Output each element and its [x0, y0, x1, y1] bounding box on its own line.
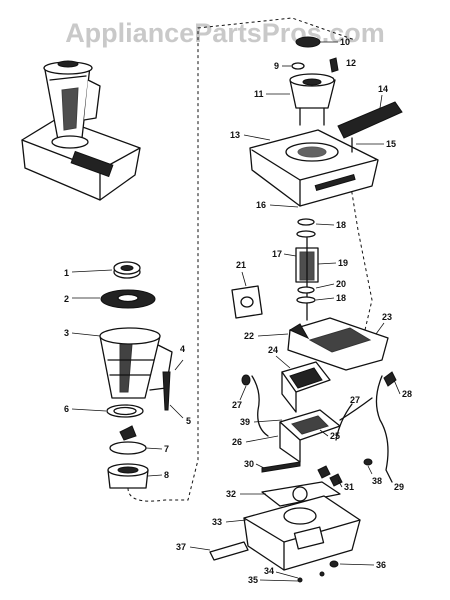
callout-23: 23 — [382, 312, 392, 322]
callout-29: 29 — [394, 482, 404, 492]
callout-2: 2 — [64, 294, 69, 304]
callout-32: 32 — [226, 489, 236, 499]
callout-18b: 18 — [336, 293, 346, 303]
assembled-blender-illustration — [21, 60, 141, 201]
callout-39: 39 — [240, 417, 250, 427]
watermark-text: AppliancePartsPros.com — [65, 18, 385, 48]
callout-16: 16 — [256, 200, 266, 210]
part-callouts: 1 2 3 4 5 6 7 8 9 10 11 12 13 14 15 16 1… — [64, 37, 412, 585]
callout-1: 1 — [64, 268, 69, 278]
callout-35: 35 — [248, 575, 258, 585]
callout-7: 7 — [164, 444, 169, 454]
callout-4: 4 — [180, 344, 185, 354]
callout-6: 6 — [64, 404, 69, 414]
callout-15: 15 — [386, 139, 396, 149]
callout-34: 34 — [264, 566, 274, 576]
callout-31a: 31 — [344, 482, 354, 492]
callout-21: 21 — [236, 260, 246, 270]
callout-14: 14 — [378, 84, 388, 94]
callout-24: 24 — [268, 345, 278, 355]
callout-10: 10 — [340, 37, 350, 47]
callout-26: 26 — [232, 437, 242, 447]
callout-17: 17 — [272, 249, 282, 259]
assembly-dashed-line — [127, 17, 356, 502]
callout-11: 11 — [254, 89, 264, 99]
callout-33: 33 — [212, 517, 222, 527]
callout-38: 38 — [372, 476, 382, 486]
callout-8: 8 — [164, 470, 169, 480]
callout-3: 3 — [64, 328, 69, 338]
callout-20: 20 — [336, 279, 346, 289]
callout-9: 9 — [274, 61, 279, 71]
callout-27a: 27 — [232, 400, 242, 410]
callout-28: 28 — [402, 389, 412, 399]
callout-13: 13 — [230, 130, 240, 140]
callout-12: 12 — [346, 58, 356, 68]
callout-22: 22 — [244, 331, 254, 341]
callout-30: 30 — [244, 459, 254, 469]
callout-36: 36 — [376, 560, 386, 570]
jar-assembly — [99, 261, 184, 489]
callout-19: 19 — [338, 258, 348, 268]
assembly-dashed-line-right — [344, 149, 373, 331]
motor-base-assembly — [209, 36, 403, 583]
callout-18a: 18 — [336, 220, 346, 230]
callout-27b: 27 — [350, 395, 360, 405]
callout-37: 37 — [176, 542, 186, 552]
callout-5: 5 — [186, 416, 191, 426]
callout-25: 25 — [330, 431, 340, 441]
